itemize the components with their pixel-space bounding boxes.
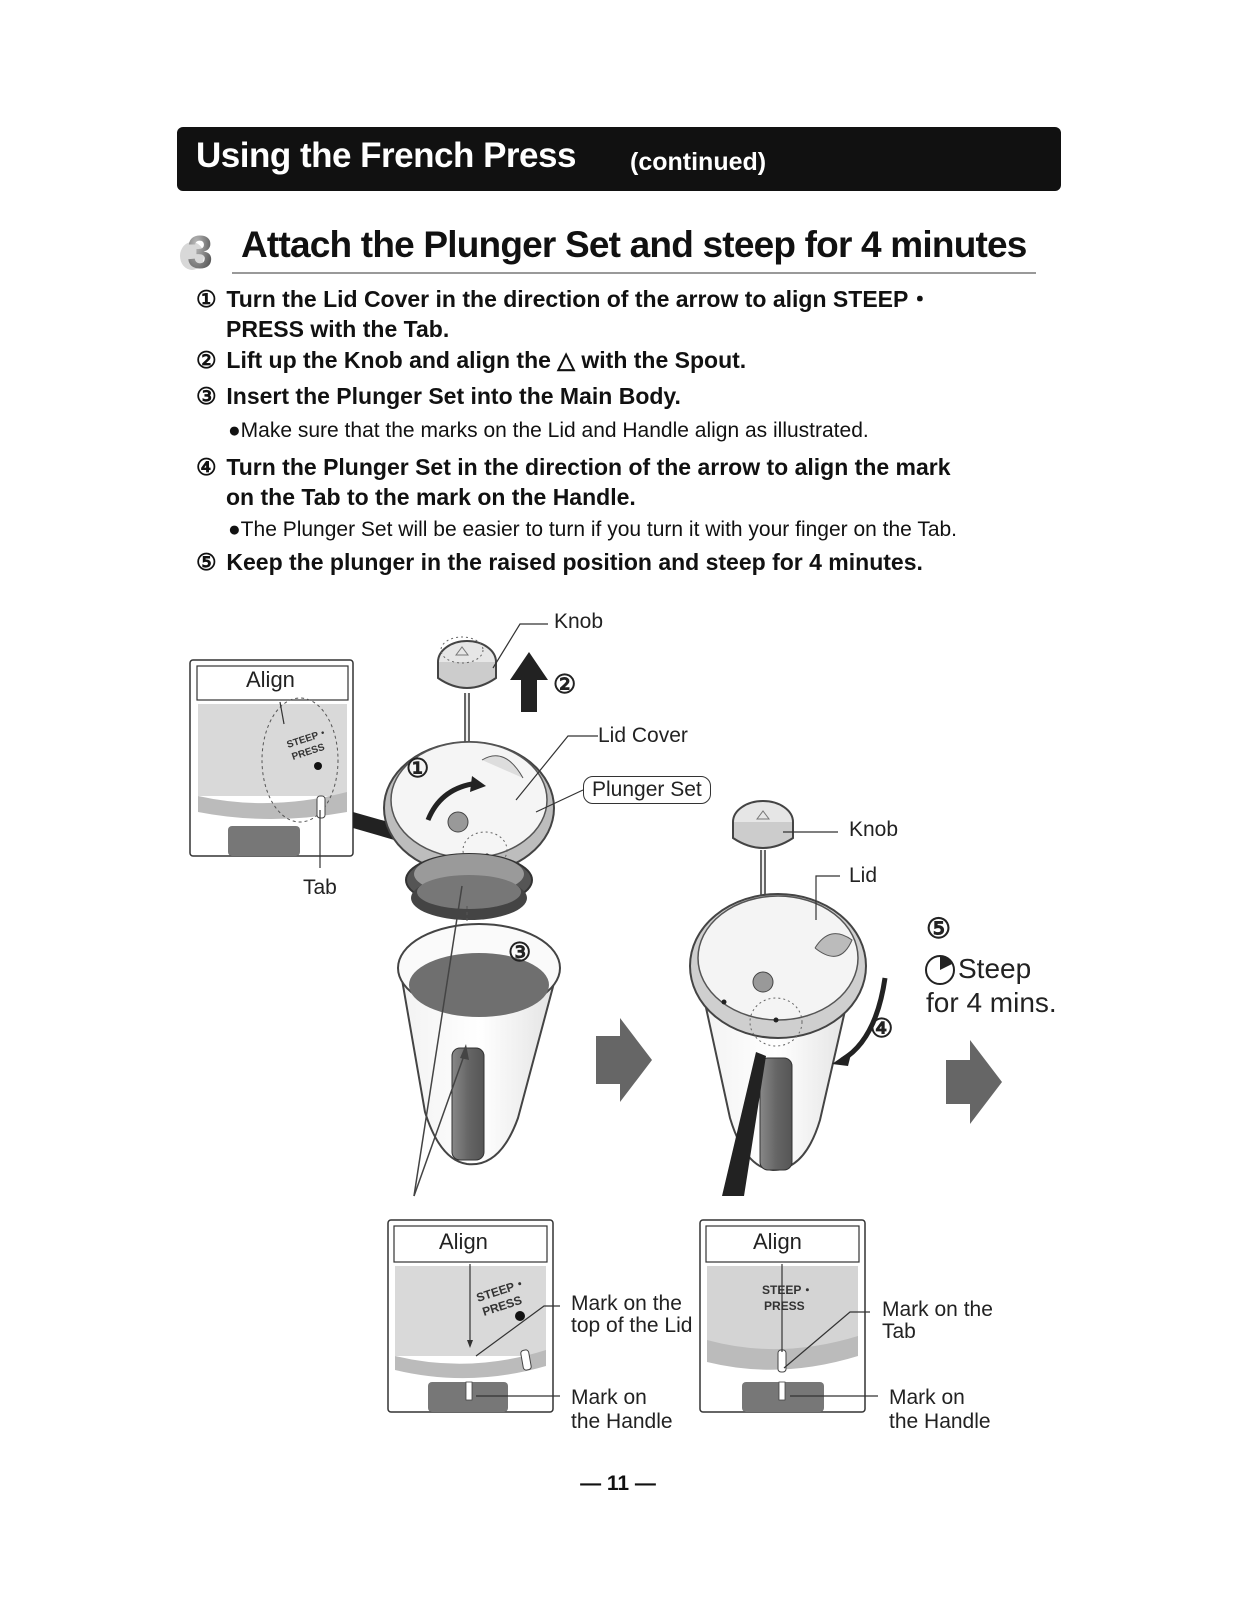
callout-5: ⑤ (926, 913, 952, 944)
instruction-1: ① Turn the Lid Cover in the direction of… (196, 284, 931, 314)
instruction-4-number: ④ (196, 454, 217, 480)
instruction-5-number: ⑤ (196, 549, 217, 575)
label-lid-cover: Lid Cover (598, 724, 688, 747)
inset-align-lid-handle: STEEP・ PRESS (387, 1219, 560, 1413)
instruction-2-number: ② (196, 347, 217, 373)
label-steep: Steep (958, 953, 1032, 984)
timer-icon (925, 955, 955, 985)
instruction-3: ③ Insert the Plunger Set into the Main B… (196, 381, 681, 411)
instruction-4-note: ●The Plunger Set will be easier to turn … (228, 518, 958, 541)
label-align-left: Align (246, 667, 295, 692)
arrow-right-1 (596, 1018, 652, 1102)
step-title: Attach the Plunger Set and steep for 4 m… (241, 224, 1027, 265)
callout-3: ③ (508, 937, 532, 967)
instruction-3-number: ③ (196, 383, 217, 409)
instruction-2-text: Lift up the Knob and align the △ with th… (226, 347, 747, 373)
label-knob-right: Knob (849, 818, 899, 841)
instruction-4-line2: on the Tab to the mark on the Handle. (226, 484, 636, 510)
step-number-badge: 3 (180, 226, 213, 274)
step-number: 3 (187, 226, 213, 274)
label-lid: Lid (849, 864, 878, 887)
section-subtitle: (continued) (630, 148, 767, 176)
instruction-1-number: ① (196, 286, 217, 312)
inset-align-tab: STEEP・ PRESS (189, 659, 354, 868)
label-steep-time: for 4 mins. (926, 987, 1057, 1018)
label-knob-top: Knob (554, 610, 604, 633)
callout-4: ④ (870, 1013, 894, 1043)
instruction-3-note: ●Make sure that the marks on the Lid and… (228, 419, 869, 442)
label-mark-handle-line1: Mark on (571, 1386, 647, 1409)
section-header-bar (177, 127, 1061, 191)
instruction-2: ② Lift up the Knob and align the △ with … (196, 345, 746, 375)
label-mark-lid-line2: top of the Lid (571, 1314, 693, 1337)
label-mark-handle-r-line2: the Handle (889, 1410, 991, 1433)
instruction-5: ⑤ Keep the plunger in the raised positio… (196, 547, 923, 577)
label-plunger-set: Plunger Set (583, 776, 711, 804)
steep-press-mark-5: STEEP・ (762, 1283, 813, 1297)
steep-press-mark-6: PRESS (764, 1299, 805, 1313)
label-align-middle: Align (439, 1229, 488, 1254)
callout-2: ② (553, 669, 577, 699)
instruction-5-text: Keep the plunger in the raised position … (226, 549, 923, 575)
label-mark-tab-line2: Tab (882, 1320, 916, 1343)
inset-align-tab-handle: STEEP・ PRESS (699, 1219, 878, 1413)
label-tab: Tab (303, 876, 337, 899)
instruction-4: ④ Turn the Plunger Set in the direction … (196, 452, 951, 482)
page-number: — 11 — (580, 1472, 656, 1495)
label-mark-handle-line2: the Handle (571, 1410, 673, 1433)
instruction-1-line1: Turn the Lid Cover in the direction of t… (226, 286, 932, 312)
instruction-4-line1: Turn the Plunger Set in the direction of… (226, 454, 951, 480)
arrow-right-2 (946, 1040, 1002, 1124)
instruction-1-line2: PRESS with the Tab. (226, 316, 450, 342)
label-align-right: Align (753, 1229, 802, 1254)
label-mark-lid-line1: Mark on the (571, 1292, 682, 1315)
callout-1: ① (406, 753, 430, 783)
instruction-3-text: Insert the Plunger Set into the Main Bod… (226, 383, 681, 409)
main-body-assembled (689, 800, 888, 1196)
main-body-left (397, 885, 561, 1197)
section-title: Using the French Press (196, 136, 576, 175)
label-mark-handle-r-line1: Mark on (889, 1386, 965, 1409)
label-mark-tab-line1: Mark on the (882, 1298, 993, 1321)
step-divider (232, 272, 1036, 274)
